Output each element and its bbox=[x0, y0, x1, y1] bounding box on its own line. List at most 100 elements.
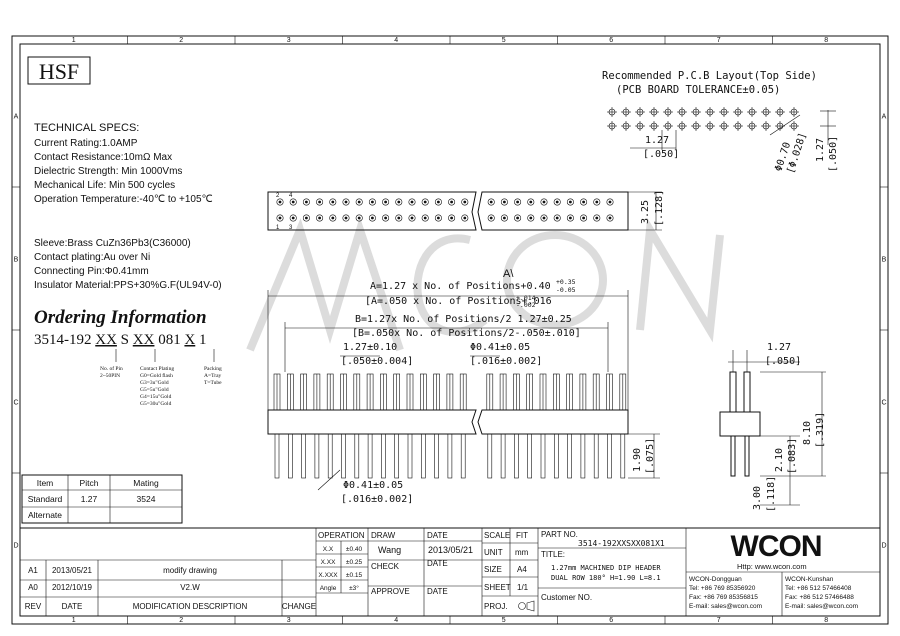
rev-header: DATE bbox=[62, 602, 83, 611]
top-pin-core bbox=[397, 200, 401, 204]
top-pin bbox=[395, 214, 403, 222]
top-pin bbox=[408, 214, 416, 222]
dim-a: A=1.27 x No. of Positions+0.40 bbox=[370, 281, 551, 292]
front-pin-tail bbox=[341, 433, 346, 479]
front-pin-tail bbox=[447, 433, 453, 479]
tolerance-precision: X.XXX bbox=[318, 572, 338, 579]
side-view bbox=[719, 350, 826, 506]
front-pin-tail bbox=[367, 433, 373, 479]
front-pin-tail bbox=[500, 433, 506, 479]
grid-letter: C bbox=[881, 400, 886, 407]
front-pin-tail bbox=[514, 433, 519, 479]
dim-b: B=1.27x No. of Positions/2 1.27±0.25 bbox=[355, 314, 572, 325]
top-pin-core bbox=[450, 200, 453, 204]
unit-value: mm bbox=[515, 548, 529, 557]
top-pin-core bbox=[318, 216, 321, 220]
top-pin bbox=[368, 198, 376, 206]
top-pin-core bbox=[371, 216, 374, 220]
pitch: 1.27±0.10 bbox=[343, 342, 397, 353]
top-pin-core bbox=[569, 200, 572, 204]
top-pin bbox=[514, 198, 522, 206]
rev-header: CHANGE bbox=[282, 602, 316, 611]
rev-cell: A0 bbox=[28, 583, 38, 592]
top-pin bbox=[527, 214, 535, 222]
part-no-label: PART NO. bbox=[541, 530, 578, 539]
front-pin-tail bbox=[407, 433, 413, 479]
top-pin bbox=[553, 198, 561, 206]
top-pin-core bbox=[437, 216, 440, 220]
front-pin-tail bbox=[593, 433, 599, 479]
top-pin bbox=[434, 198, 442, 206]
scale-label: SCALE bbox=[484, 531, 510, 540]
top-pin bbox=[606, 214, 614, 222]
pcb-hole-pattern bbox=[607, 107, 799, 131]
grid-number: 4 bbox=[394, 37, 398, 44]
grid-letter: A bbox=[882, 114, 887, 121]
top-pin-core bbox=[608, 200, 612, 204]
top-pin-core bbox=[357, 200, 361, 204]
top-pin-core bbox=[516, 216, 519, 220]
side-tail-in: [.118] bbox=[766, 476, 777, 512]
front-dim-lines bbox=[267, 290, 629, 491]
top-pin-core bbox=[582, 216, 585, 220]
material-line: Contact plating:Au over Ni bbox=[34, 252, 150, 263]
date-label-3: DATE bbox=[427, 587, 448, 596]
top-pin bbox=[316, 214, 324, 222]
top-pin bbox=[289, 214, 297, 222]
code-part: 3514-192 bbox=[34, 332, 95, 348]
pcb-pitch-in: [.050] bbox=[643, 149, 679, 160]
grid-number: 3 bbox=[287, 617, 291, 624]
dim-a-in-tol-plus: +.014 bbox=[516, 294, 536, 302]
code-part: XX bbox=[133, 332, 155, 348]
pin-label-2: 2 bbox=[276, 193, 280, 199]
pcb-pitch: 1.27 bbox=[645, 135, 669, 146]
material-line: Sleeve:Brass CuZn36Pb3(C36000) bbox=[34, 238, 191, 249]
top-pin-core bbox=[516, 200, 519, 204]
top-pin bbox=[329, 198, 337, 206]
grid-number: 6 bbox=[609, 37, 613, 44]
code-part: XX bbox=[95, 332, 117, 348]
front-pin-tail bbox=[620, 433, 626, 479]
pin-label-1: 1 bbox=[276, 225, 280, 231]
top-pin bbox=[408, 198, 416, 206]
top-view-dim bbox=[628, 191, 662, 231]
front-pin-tail bbox=[487, 433, 493, 479]
front-pin-tail bbox=[314, 433, 320, 479]
series-code: HSF bbox=[39, 59, 79, 84]
top-pin bbox=[448, 214, 456, 222]
code-part: X bbox=[184, 332, 195, 348]
title-line-2: DUAL ROW 180° H=1.90 L=8.1 bbox=[551, 574, 661, 582]
title-label: TITLE: bbox=[541, 550, 565, 559]
pin-label-4: 4 bbox=[289, 193, 293, 199]
sheet-label: SHEET bbox=[484, 583, 511, 592]
top-pin-core bbox=[397, 216, 401, 220]
material-line: Insulator Material:PPS+30%G.F(UL94V-0) bbox=[34, 280, 222, 291]
side-mid: 2.10 bbox=[774, 448, 785, 472]
top-pin bbox=[342, 214, 350, 222]
top-pin bbox=[342, 198, 350, 206]
top-pin-core bbox=[384, 216, 387, 220]
dim-a-in: [A=.050 x No. of Positions+.016 bbox=[365, 296, 552, 307]
grid-number: 2 bbox=[179, 617, 183, 624]
front-pin-tail bbox=[434, 433, 439, 479]
section-mark: A\ bbox=[503, 268, 514, 280]
customer-no-label: Customer NO. bbox=[541, 593, 592, 602]
legend-plating: G0=Gold flash bbox=[140, 372, 173, 379]
dim-a-tol-minus: -0.05 bbox=[556, 286, 576, 294]
side-total: 8.10 bbox=[802, 421, 813, 445]
top-pin-core bbox=[582, 200, 585, 204]
top-pin bbox=[276, 198, 284, 206]
top-pin-core bbox=[542, 216, 546, 220]
legend-plating: G5=5u"Gold bbox=[140, 387, 169, 393]
bottom-dia: Φ0.41±0.05 bbox=[343, 480, 403, 491]
tolerance-value: ±0.40 bbox=[346, 546, 363, 553]
pcb-dim-lines bbox=[630, 110, 836, 150]
date-label-2: DATE bbox=[427, 559, 448, 568]
top-pin-core bbox=[410, 216, 414, 220]
unit-label: UNIT bbox=[484, 548, 503, 557]
top-pin bbox=[368, 214, 376, 222]
item-table-cell: Alternate bbox=[28, 510, 62, 520]
